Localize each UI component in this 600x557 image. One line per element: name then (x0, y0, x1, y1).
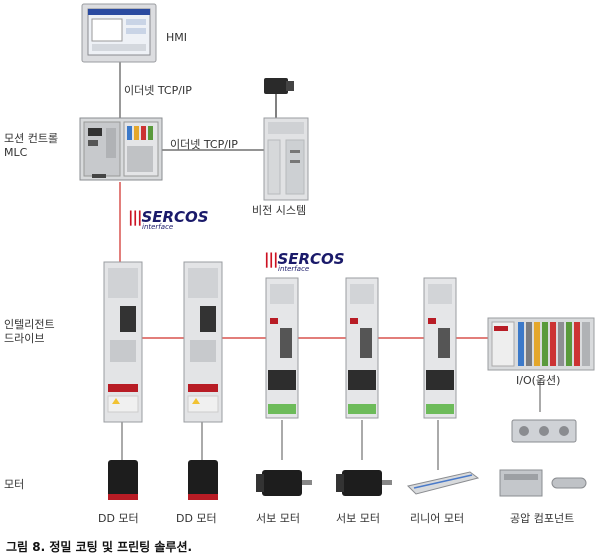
motor-label-dd-1: DD 모터 (98, 512, 139, 525)
hmi-label: HMI (166, 31, 188, 44)
pneumatic-components (499, 419, 587, 497)
vision-label: 비전 시스템 (252, 204, 307, 217)
ethernet-label-top: 이더넷 TCP/IP (124, 84, 192, 97)
sercos-logo-2: |||SERCOS interface (264, 250, 345, 273)
io-module (487, 317, 595, 371)
io-label: I/O(옵션) (516, 374, 561, 387)
vision-system (263, 78, 309, 201)
figure-caption: 그림 8. 정밀 코팅 및 프린팅 솔루션. (6, 540, 193, 554)
linear-motor (407, 471, 480, 495)
mlc-controller (79, 117, 163, 181)
servo-drive-1 (265, 277, 299, 419)
servo-drive-2 (345, 277, 379, 419)
servo-motor-2 (336, 470, 392, 496)
motor-label-servo-2: 서보 모터 (336, 512, 380, 525)
servo-motor-1 (256, 470, 312, 496)
motor-label: 모터 (4, 478, 25, 491)
hmi-device (81, 3, 157, 63)
linear-drive (423, 277, 457, 419)
motor-label-servo-1: 서보 모터 (256, 512, 300, 525)
intelligent-drive-1 (103, 261, 143, 423)
dd-motor-2 (188, 460, 218, 500)
intelligent-drive-2 (183, 261, 223, 423)
mlc-label-line2: MLC (4, 146, 28, 159)
ethernet-label-side: 이더넷 TCP/IP (170, 138, 238, 151)
motor-label-pneumatic: 공압 컴포넌트 (510, 512, 575, 525)
motor-label-linear: 리니어 모터 (410, 512, 465, 525)
dd-motor-1 (108, 460, 138, 500)
sercos-logo-1: |||SERCOS interface (128, 208, 209, 231)
drive-label-line2: 드라이브 (4, 332, 45, 345)
motor-label-dd-2: DD 모터 (176, 512, 217, 525)
mlc-label-line1: 모션 컨트롤 (4, 132, 59, 145)
drive-label-line1: 인텔리전트 (4, 318, 55, 331)
